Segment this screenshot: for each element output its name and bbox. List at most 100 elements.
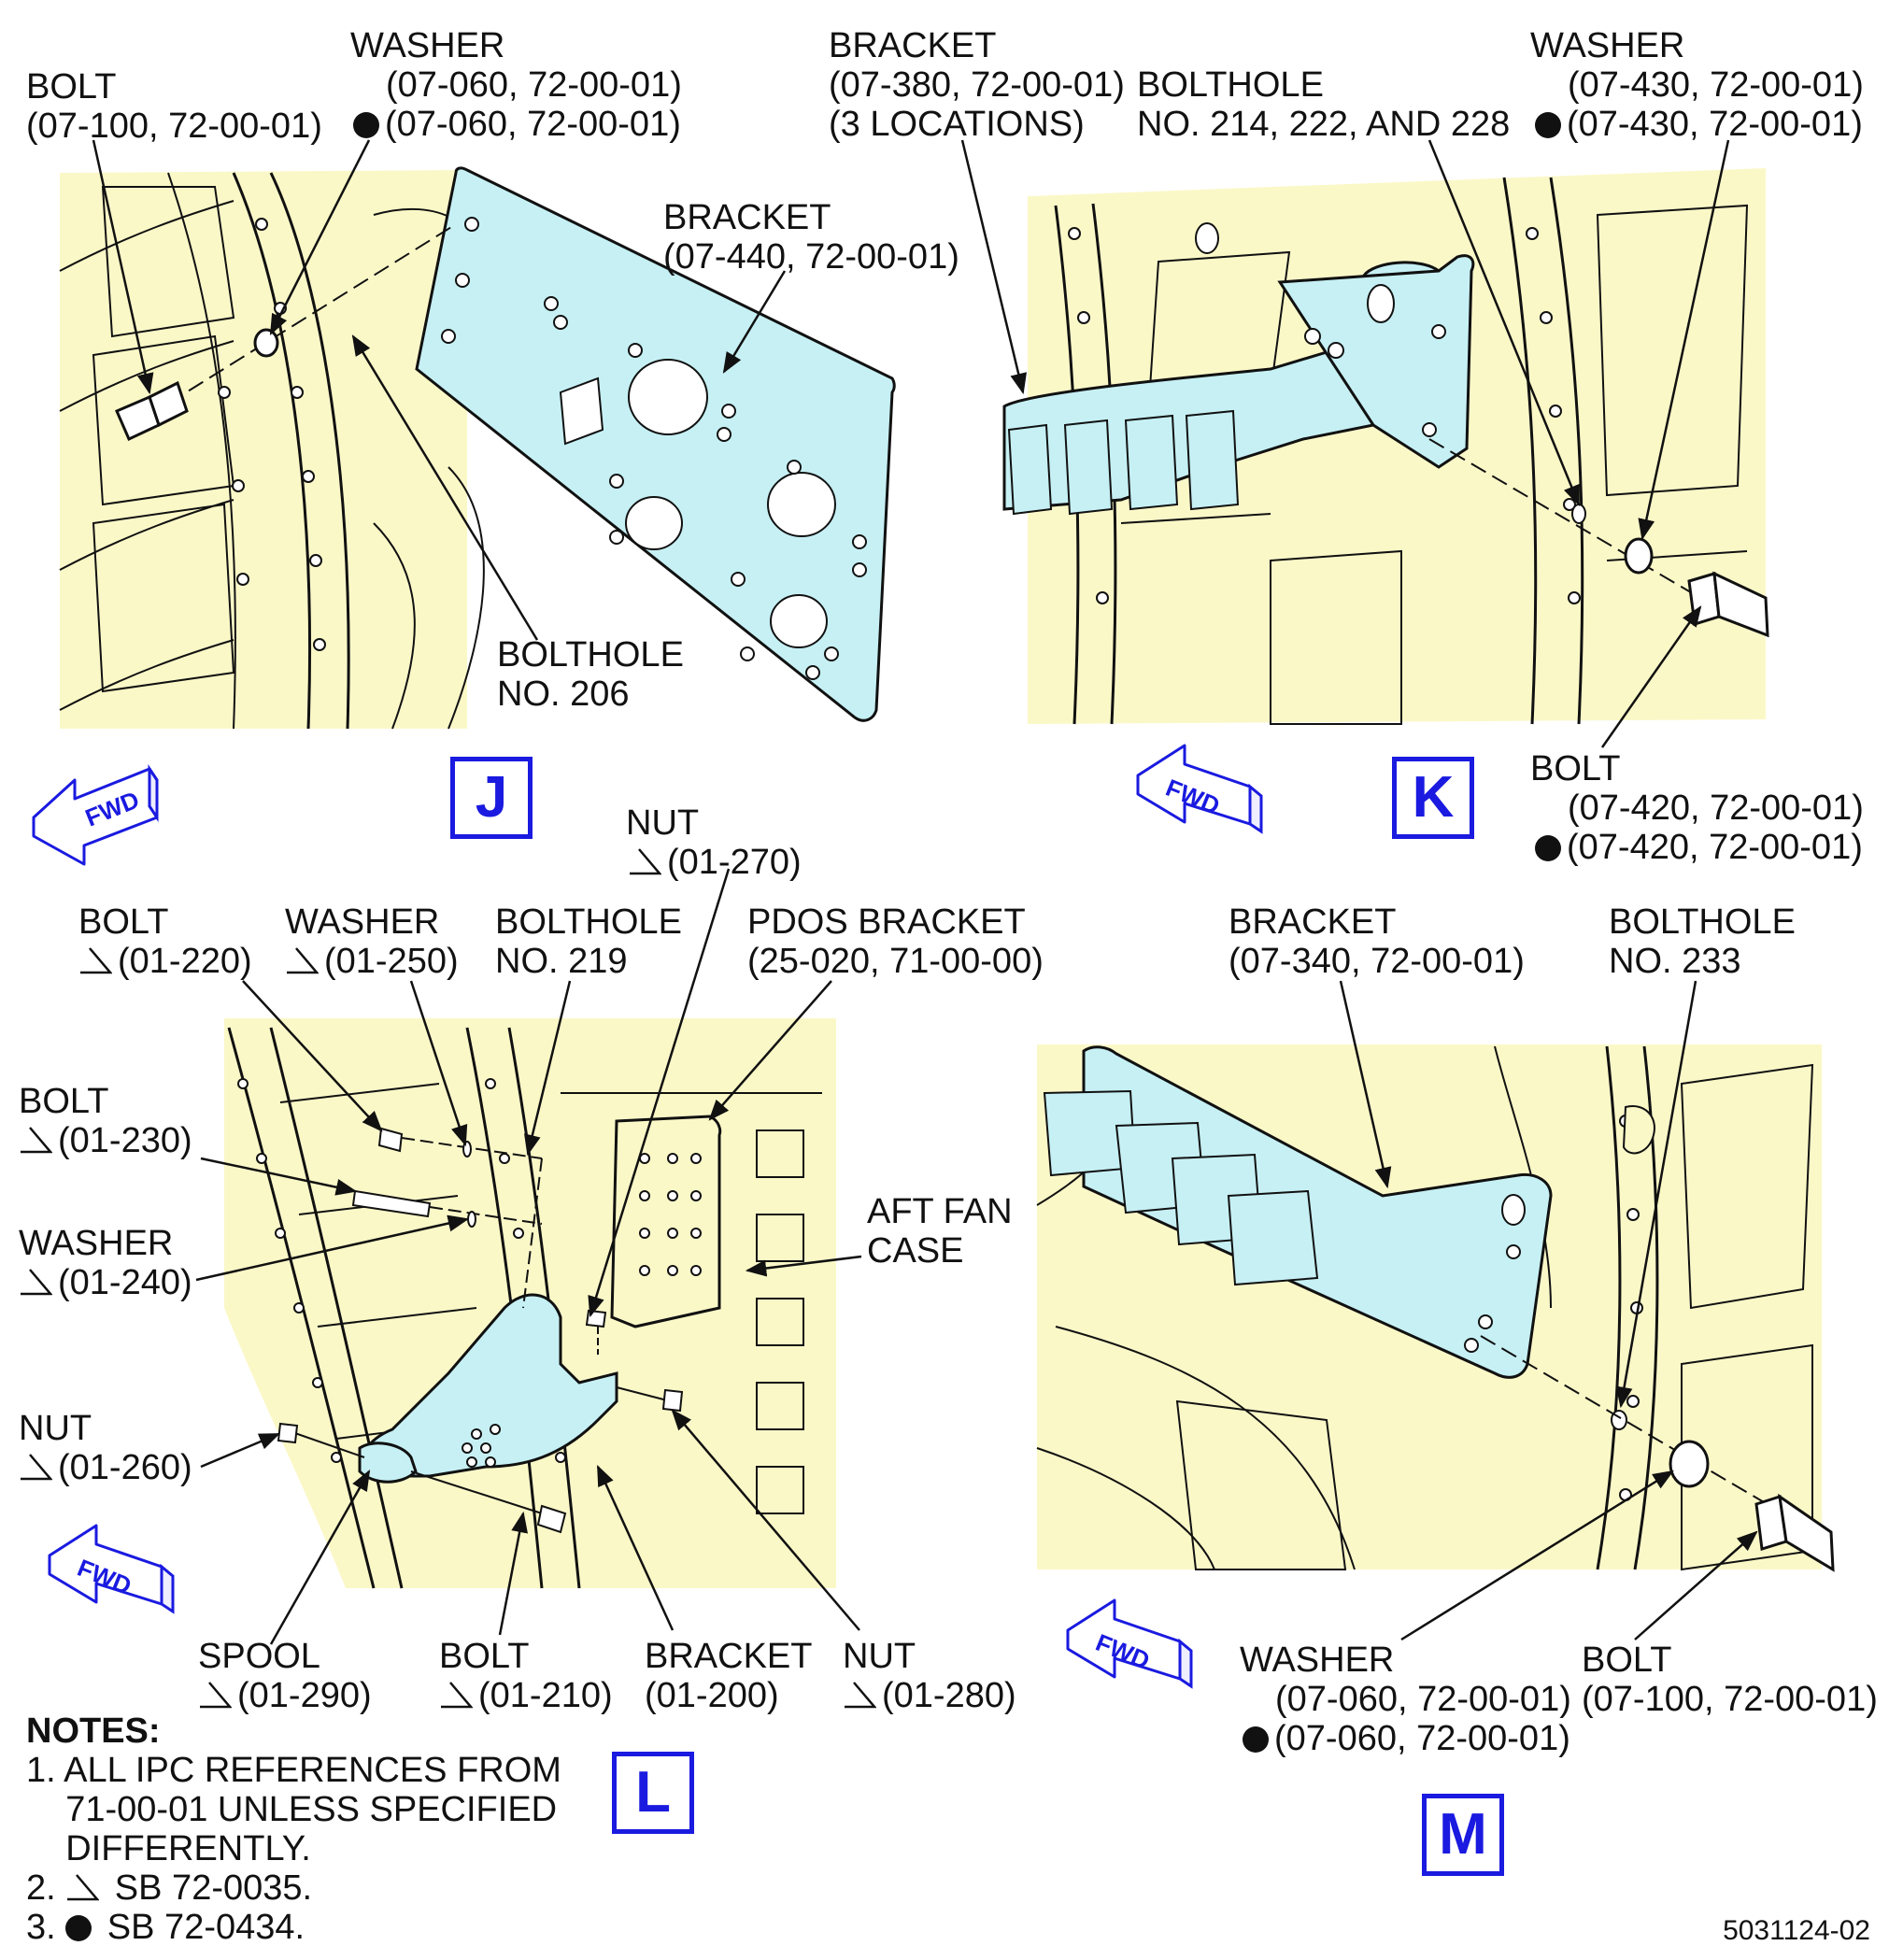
fwd-arrow-icon-j: FWD xyxy=(32,764,159,866)
l-bolt-bottom-label: BOLT xyxy=(439,1637,530,1676)
k-bolt-label: BOLT xyxy=(1530,749,1621,788)
sb-0434-dot-icon xyxy=(1243,1726,1269,1753)
sb-0035-triangle-icon xyxy=(630,848,661,875)
k-bolthole-label: BOLTHOLE NO. 214, 222, AND 228 xyxy=(1137,65,1511,144)
l-washer-top-label: WASHER xyxy=(285,902,440,942)
l-bolt-top-ref: (01-220) xyxy=(78,942,252,981)
l-pdos-label: PDOS BRACKET (25-020, 71-00-00) xyxy=(747,902,1044,981)
view-m-bolt xyxy=(1754,1493,1835,1572)
m-washer-ref2: (07-060, 72-00-01) xyxy=(1243,1719,1570,1758)
sb-0434-dot-icon xyxy=(1535,835,1561,861)
m-washer-label: WASHER xyxy=(1240,1640,1395,1680)
l-nut-bottom-ref: (01-280) xyxy=(843,1676,1016,1715)
l-washer-mid-ref: (01-240) xyxy=(19,1263,192,1302)
view-label-k: K xyxy=(1392,757,1474,839)
note-1-line-3: DIFFERENTLY. xyxy=(26,1829,311,1868)
view-j-install-line xyxy=(167,223,457,405)
view-m-bracket-holes xyxy=(1464,1194,1526,1353)
j-bolthole-label: BOLTHOLE NO. 206 xyxy=(497,635,684,714)
view-j-bolt-holes xyxy=(218,218,326,651)
k-bolt-ref2: (07-420, 72-00-01) xyxy=(1535,828,1863,867)
view-j-washer xyxy=(253,328,279,358)
note-1-line-1: 1. ALL IPC REFERENCES FROM xyxy=(26,1751,561,1790)
l-spool-ref: (01-290) xyxy=(198,1676,372,1715)
sb-0035-triangle-icon xyxy=(845,1682,876,1709)
view-label-l: L xyxy=(612,1752,694,1834)
l-spool-label: SPOOL xyxy=(198,1637,320,1676)
fwd-arrow-icon-k: FWD xyxy=(1136,744,1263,834)
view-j-case-background xyxy=(60,170,467,729)
leader-lines xyxy=(92,139,1758,1645)
sb-0035-triangle-icon xyxy=(21,1127,52,1154)
l-bolt-bottom-ref: (01-210) xyxy=(439,1676,613,1715)
k-washer-ref2: (07-430, 72-00-01) xyxy=(1535,105,1863,144)
view-m-bracket-plate xyxy=(1082,1045,1553,1379)
m-bolt-label: BOLT (07-100, 72-00-01) xyxy=(1582,1640,1878,1719)
sb-0035-triangle-icon xyxy=(21,1269,52,1296)
sb-0035-triangle-icon xyxy=(200,1682,232,1709)
sb-0434-dot-icon xyxy=(353,112,379,138)
view-m-clamp-blocks xyxy=(1043,1089,1319,1286)
view-l-install-lines xyxy=(289,1137,672,1514)
sb-0035-triangle-icon xyxy=(287,947,319,974)
sb-0035-triangle-icon xyxy=(441,1682,473,1709)
l-bolt-mid-label: BOLT xyxy=(19,1082,109,1121)
k-washer-ref1: (07-430, 72-00-01) xyxy=(1568,65,1864,105)
view-k-washer xyxy=(1624,537,1654,575)
l-nut-bottom-label: NUT xyxy=(843,1637,916,1676)
j-washer-label: WASHER xyxy=(350,26,505,65)
m-washer-ref1: (07-060, 72-00-01) xyxy=(1275,1680,1571,1719)
j-bracket-label: BRACKET (07-440, 72-00-01) xyxy=(663,198,959,277)
view-j-bracket-holes xyxy=(441,217,867,680)
view-m-drawing xyxy=(1036,1044,1835,1572)
view-l-drawing xyxy=(224,1018,836,1589)
notes-block: NOTES: 1. ALL IPC REFERENCES FROM 71-00-… xyxy=(26,1711,561,1947)
view-k-clamp-blocks xyxy=(1007,409,1240,516)
view-l-bracket-body xyxy=(360,1293,618,1478)
view-j-clip xyxy=(559,376,604,446)
view-label-m: M xyxy=(1422,1794,1504,1876)
j-washer-ref1: (07-060, 72-00-01) xyxy=(386,65,682,105)
view-m-install-line xyxy=(1480,1335,1776,1510)
fwd-arrow-icon-l: FWD xyxy=(48,1524,175,1614)
view-l-spool xyxy=(358,1442,418,1484)
l-washer-mid-label: WASHER xyxy=(19,1224,174,1263)
m-bolthole-label: BOLTHOLE NO. 233 xyxy=(1609,902,1796,981)
view-l-pdos-bracket xyxy=(610,1115,722,1328)
view-j-bracket-plate xyxy=(415,166,896,722)
sb-0035-triangle-icon xyxy=(67,1874,100,1901)
k-bolt-ref1: (07-420, 72-00-01) xyxy=(1568,788,1864,828)
l-aft-fan-case-label: AFT FAN CASE xyxy=(867,1192,1013,1271)
j-washer-ref2: (07-060, 72-00-01) xyxy=(353,105,681,144)
view-l-bracket-holes xyxy=(462,1424,501,1468)
m-bracket-label: BRACKET (07-340, 72-00-01) xyxy=(1229,902,1525,981)
note-3: 3. SB 72-0434. xyxy=(26,1908,305,1947)
k-washer-label: WASHER xyxy=(1530,26,1685,65)
l-nut-left-ref: (01-260) xyxy=(19,1448,192,1487)
l-nut-top-label: NUT xyxy=(626,803,700,843)
view-j-bolt xyxy=(115,380,189,442)
view-k-drawing xyxy=(1002,168,1769,725)
l-washer-top-ref: (01-250) xyxy=(285,942,459,981)
sb-0434-dot-icon xyxy=(1535,112,1561,138)
view-label-j: J xyxy=(450,757,533,839)
view-l-pdos-holes xyxy=(639,1153,702,1276)
j-bolt-label: BOLT (07-100, 72-00-01) xyxy=(26,67,322,146)
view-k-bracket-holes xyxy=(1304,284,1446,437)
k-bracket-label: BRACKET (07-380, 72-00-01) (3 LOCATIONS) xyxy=(829,26,1125,144)
view-j-drawing xyxy=(59,166,896,730)
l-nut-top-ref: (01-270) xyxy=(628,843,802,882)
note-1-line-2: 71-00-01 UNLESS SPECIFIED xyxy=(26,1790,558,1829)
l-bolt-top-label: BOLT xyxy=(78,902,169,942)
sb-0035-triangle-icon xyxy=(80,947,112,974)
l-bracket-label: BRACKET (01-200) xyxy=(645,1637,813,1715)
l-nut-left-label: NUT xyxy=(19,1409,92,1448)
notes-title: NOTES: xyxy=(26,1711,161,1751)
sb-0035-triangle-icon xyxy=(21,1454,52,1481)
l-bolt-mid-ref: (01-230) xyxy=(19,1121,192,1160)
document-number: 5031124-02 xyxy=(1723,1915,1870,1946)
l-bolthole-label: BOLTHOLE NO. 219 xyxy=(495,902,682,981)
fwd-arrow-icon-m: FWD xyxy=(1066,1598,1193,1689)
view-k-install-line xyxy=(1428,438,1701,599)
